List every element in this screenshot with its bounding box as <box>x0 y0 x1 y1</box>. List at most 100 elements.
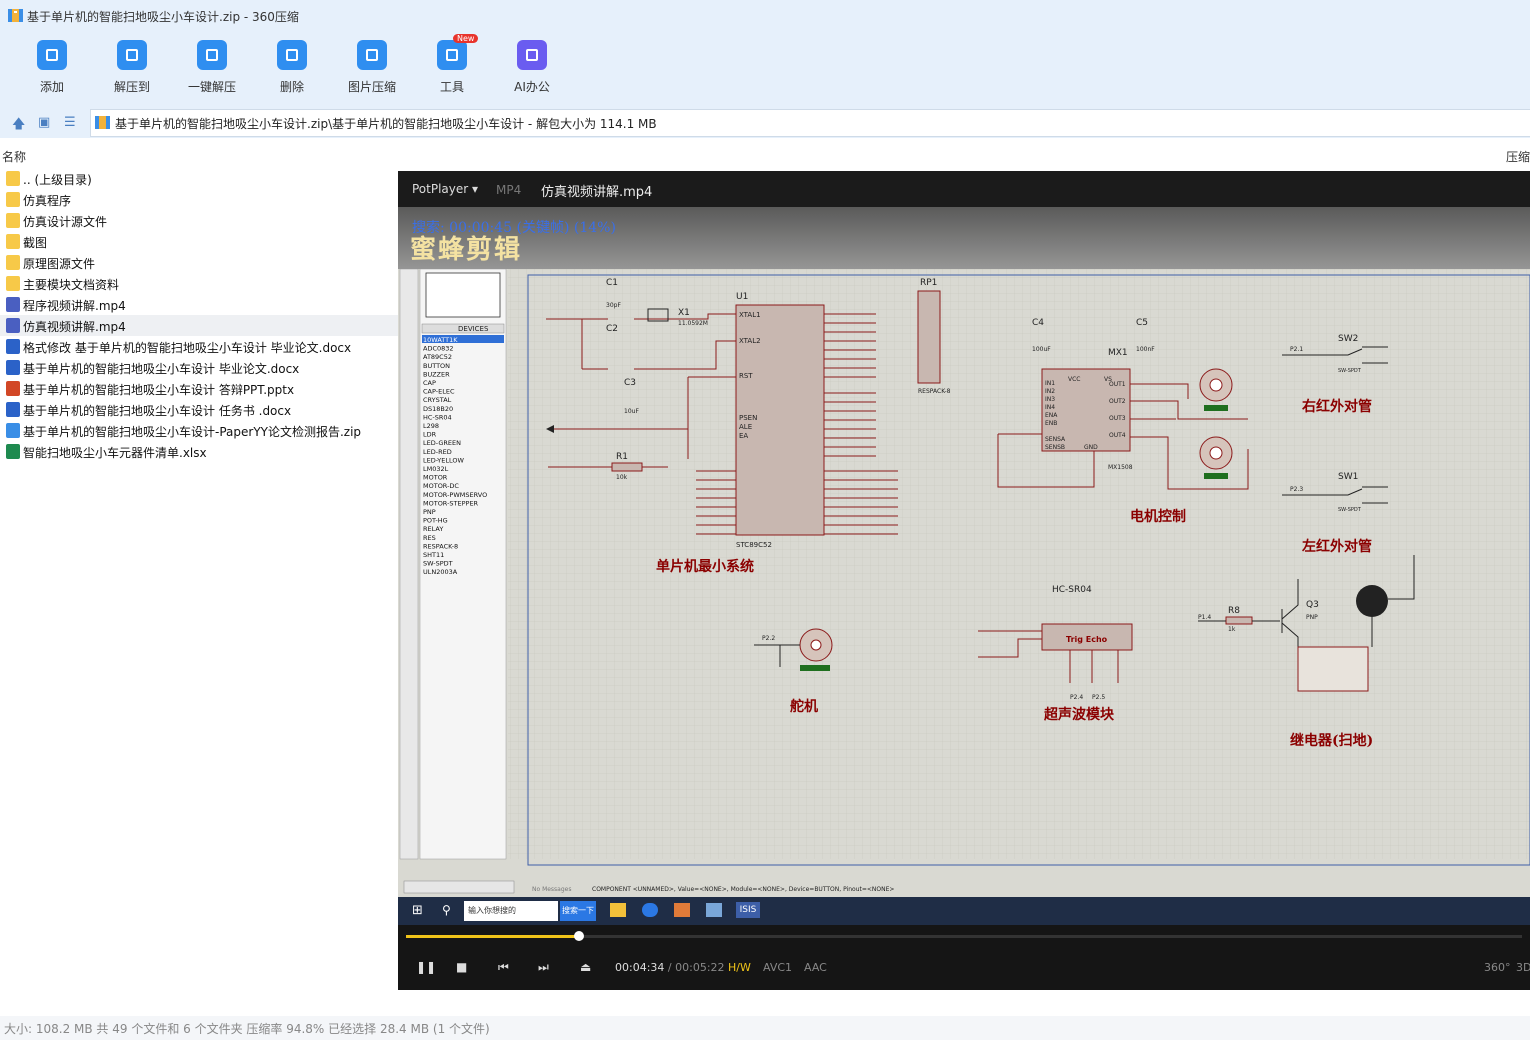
taskbar-search-box: 输入你想搜的 <box>464 901 558 921</box>
device-list-item[interactable]: LED-RED <box>423 448 452 456</box>
mx-input-pin: IN1 <box>1045 380 1055 387</box>
eject-icon[interactable]: ⏏ <box>580 960 592 974</box>
file-row[interactable]: 仿真程序 <box>0 189 398 210</box>
audio-codec[interactable]: AAC <box>804 961 827 974</box>
tools-icon: New <box>437 34 479 70</box>
360-icon[interactable]: 360° <box>1484 961 1511 974</box>
device-list-item[interactable]: MOTOR-PWMSERVO <box>423 491 487 499</box>
c5-value: 100nF <box>1136 346 1155 353</box>
device-list-item[interactable]: BUTTON <box>423 362 450 370</box>
file-row[interactable]: 基于单片机的智能扫地吸尘小车设计 毕业论文.docx <box>0 357 398 378</box>
toolbar-button-label: 工具 <box>439 80 464 94</box>
device-list-item[interactable]: SHT11 <box>423 551 444 559</box>
current-time: 00:04:34 <box>615 961 665 974</box>
3d-icon[interactable]: 3D <box>1516 961 1530 974</box>
file-name: 基于单片机的智能扫地吸尘小车设计 任务书 .docx <box>23 404 292 418</box>
pause-icon[interactable]: ❚❚ <box>416 960 437 974</box>
seek-knob[interactable] <box>573 931 584 941</box>
device-list-item[interactable]: LM032L <box>423 465 449 473</box>
folder-icon <box>6 192 20 207</box>
toolbar: 添加 解压到 一键解压删除图片压缩 New 工具 AI办公 <box>0 32 1530 106</box>
ai-office-icon <box>517 40 547 70</box>
previous-icon[interactable]: ⏮ <box>498 960 509 974</box>
thumbnail-view-icon[interactable]: ▣ <box>38 115 51 130</box>
file-row[interactable]: 仿真视频讲解.mp4 <box>0 315 398 336</box>
device-list-item[interactable]: RES <box>423 534 436 542</box>
mx-input-pin: IN4 <box>1045 404 1055 411</box>
toolbar-button-0[interactable]: 添加 <box>12 40 92 95</box>
player-brand-menu[interactable]: PotPlayer ▾ <box>412 182 479 196</box>
file-row[interactable]: .. (上级目录) <box>0 168 398 189</box>
device-list-item[interactable]: 10WATT1K <box>423 336 458 344</box>
device-list-item[interactable]: ADC0832 <box>423 345 454 353</box>
search-icon: ⚲ <box>442 903 451 917</box>
seek-bar[interactable] <box>398 925 1530 947</box>
device-list-item[interactable]: MOTOR-STEPPER <box>423 499 479 507</box>
column-compressed-header[interactable]: 压缩 <box>1505 150 1530 164</box>
windows-start-icon: ⊞ <box>412 903 423 918</box>
address-input[interactable]: 基于单片机的智能扫地吸尘小车设计.zip\基于单片机的智能扫地吸尘小车设计 - … <box>90 109 1530 137</box>
file-row[interactable]: 格式修改 基于单片机的智能扫地吸尘小车设计 毕业论文.docx <box>0 336 398 357</box>
toolbar-button-3[interactable]: 删除 <box>252 40 332 95</box>
file-row[interactable]: 基于单片机的智能扫地吸尘小车设计 答辩PPT.pptx <box>0 378 398 399</box>
device-list-item[interactable]: POT-HG <box>423 517 448 525</box>
pin-psen: PSEN <box>739 414 757 422</box>
label-ultrasonic: 超声波模块 <box>1043 706 1115 723</box>
isis-taskbar-icon: ISIS <box>736 902 760 918</box>
device-list-item[interactable]: AT89C52 <box>423 353 452 361</box>
file-name: 基于单片机的智能扫地吸尘小车设计 答辩PPT.pptx <box>23 383 295 397</box>
device-list-item[interactable]: RELAY <box>423 525 443 533</box>
file-row[interactable]: 程序视频讲解.mp4 <box>0 294 398 315</box>
device-list-item[interactable]: CRYSTAL <box>423 396 452 404</box>
device-list-item[interactable]: L298 <box>423 422 439 430</box>
toolbar-button-6[interactable]: AI办公 <box>492 40 572 95</box>
device-list-item[interactable]: BUZZER <box>423 370 450 378</box>
device-list-item[interactable]: LED-YELLOW <box>423 456 465 464</box>
file-row[interactable]: 仿真设计源文件 <box>0 210 398 231</box>
device-list-item[interactable]: DS18B20 <box>423 405 453 413</box>
list-view-icon[interactable]: ☰ <box>64 115 76 130</box>
device-list-item[interactable]: MOTOR-DC <box>423 482 459 490</box>
device-list-item[interactable]: RESPACK-8 <box>423 542 458 550</box>
file-row[interactable]: 智能扫地吸尘小车元器件清单.xlsx <box>0 441 398 462</box>
next-icon[interactable]: ⏭ <box>538 960 549 974</box>
seek-track[interactable] <box>406 931 1522 941</box>
toolbar-button-2[interactable]: 一键解压 <box>172 40 252 95</box>
mx-vs-pin: VS <box>1104 376 1112 383</box>
column-name-header[interactable]: 名称 <box>2 150 27 164</box>
sw1-type: SW-SPDT <box>1338 507 1362 513</box>
device-list-item[interactable]: MOTOR <box>423 474 448 482</box>
device-list-item[interactable]: CAP-ELEC <box>423 388 455 396</box>
device-list-item[interactable]: PNP <box>423 508 436 516</box>
video-codec[interactable]: AVC1 <box>763 961 793 974</box>
file-row[interactable]: 截图 <box>0 231 398 252</box>
device-list-item[interactable]: CAP <box>423 379 436 387</box>
device-list-item[interactable]: HC-SR04 <box>423 413 452 421</box>
file-row[interactable]: 主要模块文档资料 <box>0 273 398 294</box>
up-arrow-icon[interactable]: 🡅 <box>12 117 26 132</box>
device-list-item[interactable]: ULN2003A <box>423 568 458 576</box>
device-list-item[interactable]: SW-SPDT <box>423 560 453 568</box>
file-row[interactable]: 基于单片机的智能扫地吸尘小车设计 任务书 .docx <box>0 399 398 420</box>
toolbar-button-label: 添加 <box>39 80 64 94</box>
new-badge: New <box>453 34 479 43</box>
explorer-icon <box>610 903 626 917</box>
toolbar-button-1[interactable]: 解压到 <box>92 40 172 95</box>
device-list-item[interactable]: LED-GREEN <box>423 439 461 447</box>
file-row[interactable]: 基于单片机的智能扫地吸尘小车设计-PaperYY论文检测报告.zip <box>0 420 398 441</box>
address-path: 基于单片机的智能扫地吸尘小车设计.zip\基于单片机的智能扫地吸尘小车设计 - … <box>115 117 657 131</box>
file-row[interactable]: 原理图源文件 <box>0 252 398 273</box>
hw-decode-badge[interactable]: H/W <box>728 961 751 974</box>
device-list-item[interactable]: LDR <box>423 431 437 439</box>
stop-icon[interactable]: ■ <box>456 960 468 974</box>
one-click-extract-icon <box>197 40 227 70</box>
toolbar-button-4[interactable]: 图片压缩 <box>332 40 412 95</box>
folder-icon <box>6 276 20 291</box>
pin-rst: RST <box>739 372 753 380</box>
toolbar-button-5[interactable]: New 工具 <box>412 34 492 95</box>
toolbar-button-label: 解压到 <box>113 80 150 94</box>
mx-chip-label: MX1508 <box>1108 464 1133 471</box>
address-bar: 🡅 ▣ ☰ 基于单片机的智能扫地吸尘小车设计.zip\基于单片机的智能扫地吸尘小… <box>0 106 1530 138</box>
